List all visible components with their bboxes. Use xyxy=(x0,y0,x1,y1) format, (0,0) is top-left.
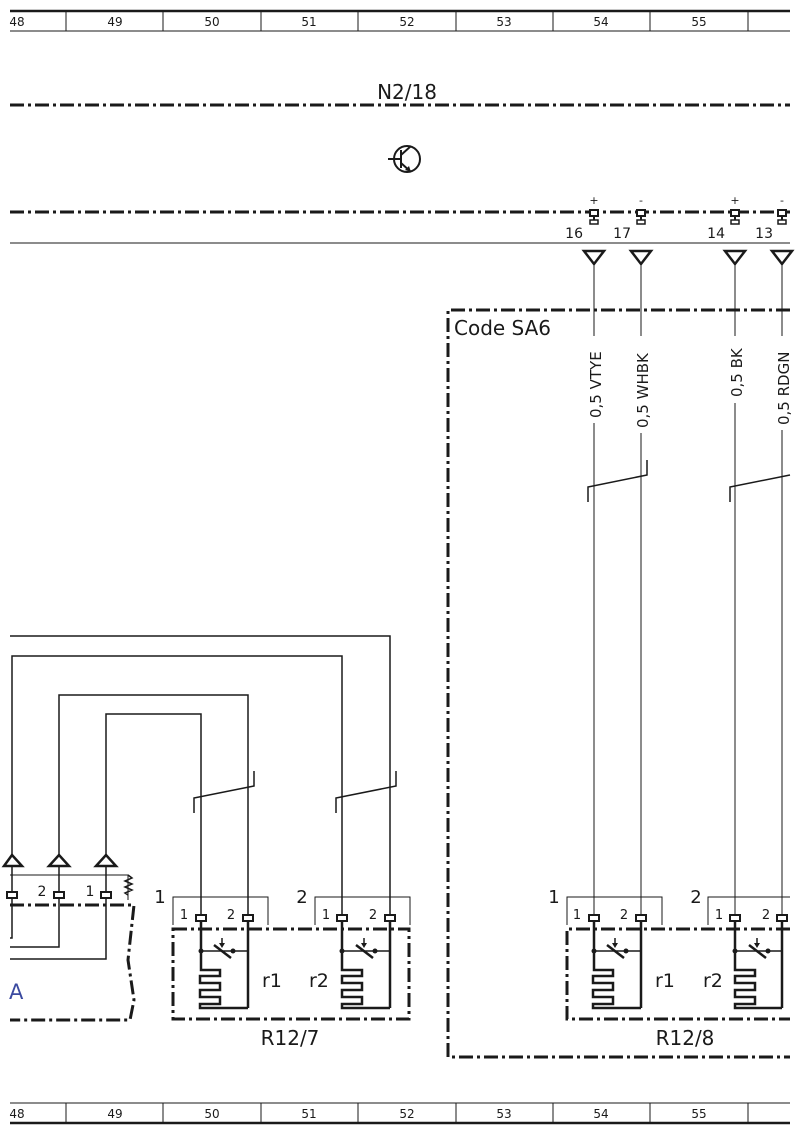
partial-label: A xyxy=(9,980,24,1004)
connector-triangle xyxy=(1,853,25,868)
element-pin: 2 xyxy=(762,908,770,923)
connector-triangle xyxy=(628,249,654,267)
element-pin: 2 xyxy=(227,908,235,923)
code-sa6-box: Code SA6 xyxy=(446,308,790,1059)
grid-label-top: 55 xyxy=(691,15,706,29)
pin-number: 13 xyxy=(755,226,773,242)
grid-label-bottom: 54 xyxy=(593,1107,608,1121)
element-number: 2 xyxy=(296,887,307,908)
component-r12-7: 1 1 2 r1 2 1 2 xyxy=(154,887,411,1050)
transistor-icon xyxy=(388,145,421,173)
connector-triangle xyxy=(46,853,72,868)
grid-label-top: 54 xyxy=(593,15,608,29)
left-harness-wires xyxy=(10,635,391,915)
wire-14: 0,5 BK xyxy=(728,264,746,915)
pin-connector-triangles xyxy=(581,249,795,267)
element-number: 1 xyxy=(548,887,559,908)
module-n2-18: N2/18 xyxy=(10,80,790,244)
element-label: r2 xyxy=(309,970,329,992)
component-r12-8: 1 1 2 r1 2 1 2 xyxy=(548,887,790,1050)
pin-16: + 16 xyxy=(565,194,599,242)
grid-label-bottom: 55 xyxy=(691,1107,706,1121)
grid-label-bottom: 48 xyxy=(9,1107,24,1121)
connector-triangle xyxy=(581,249,607,267)
grid-label-top: 49 xyxy=(107,15,122,29)
pin-polarity: + xyxy=(589,194,598,207)
element-label: r1 xyxy=(655,970,675,992)
grid-label-top: 52 xyxy=(399,15,414,29)
pin-polarity: - xyxy=(780,194,784,207)
wire-16: 0,5 VTYE xyxy=(587,264,605,915)
grid-label-top: 51 xyxy=(301,15,316,29)
heater-element-2: 2 1 2 r2 xyxy=(296,887,411,1010)
connector-triangle xyxy=(769,249,795,267)
grid-label-bottom: 49 xyxy=(107,1107,122,1121)
module-pins: + 16 - 17 + 14 - 13 xyxy=(565,194,787,242)
element-pin: 2 xyxy=(369,908,377,923)
element-pin: 1 xyxy=(180,908,188,923)
connector-triangle xyxy=(93,853,119,868)
pin-17: - 17 xyxy=(613,194,646,242)
grid-label-top: 48 xyxy=(9,15,24,29)
pin-number: 17 xyxy=(613,226,631,242)
pin-number: 16 xyxy=(565,226,583,242)
twisted-pair-marker xyxy=(193,460,791,813)
element-label: r1 xyxy=(262,970,282,992)
wire-label: 0,5 VTYE xyxy=(587,351,605,418)
connector-pin-label: 1 xyxy=(86,884,95,900)
code-box-label: Code SA6 xyxy=(454,316,551,340)
element-pin: 1 xyxy=(715,908,723,923)
left-connector: 2 1 A xyxy=(1,853,136,1022)
component-label: R12/8 xyxy=(656,1026,715,1050)
wire-13: 0,5 RDGN xyxy=(775,264,793,915)
element-number: 1 xyxy=(154,887,165,908)
pin-polarity: + xyxy=(730,194,739,207)
top-grid-ruler: 48 49 50 51 52 53 54 55 xyxy=(9,9,790,32)
grid-label-bottom: 50 xyxy=(204,1107,219,1121)
connector-triangle xyxy=(722,249,748,267)
grid-label-bottom: 52 xyxy=(399,1107,414,1121)
grid-label-top: 53 xyxy=(496,15,511,29)
element-number: 2 xyxy=(690,887,701,908)
pin-13: - 13 xyxy=(755,194,787,242)
element-pin: 1 xyxy=(573,908,581,923)
wire-label: 0,5 RDGN xyxy=(775,352,793,425)
pin-polarity: - xyxy=(639,194,643,207)
wire-17: 0,5 WHBK xyxy=(634,264,652,915)
heater-element-2: 2 1 2 r2 xyxy=(690,887,790,1010)
pin-number: 14 xyxy=(707,226,725,242)
connector-pin-label: 2 xyxy=(38,884,47,900)
bottom-grid-ruler: 48 49 50 51 52 53 54 55 xyxy=(9,1102,790,1125)
grid-label-bottom: 51 xyxy=(301,1107,316,1121)
pin-14: + 14 xyxy=(707,194,740,242)
element-pin: 2 xyxy=(620,908,628,923)
component-label: R12/7 xyxy=(261,1026,320,1050)
wire-label: 0,5 BK xyxy=(728,347,746,397)
heater-element-1: 1 1 2 r1 xyxy=(154,887,282,1010)
heater-element-1: 1 1 2 r1 xyxy=(548,887,675,1010)
grid-label-bottom: 53 xyxy=(496,1107,511,1121)
element-pin: 1 xyxy=(322,908,330,923)
wire-label: 0,5 WHBK xyxy=(634,352,652,428)
grid-label-top: 50 xyxy=(204,15,219,29)
element-label: r2 xyxy=(703,970,723,992)
module-label: N2/18 xyxy=(377,80,437,104)
